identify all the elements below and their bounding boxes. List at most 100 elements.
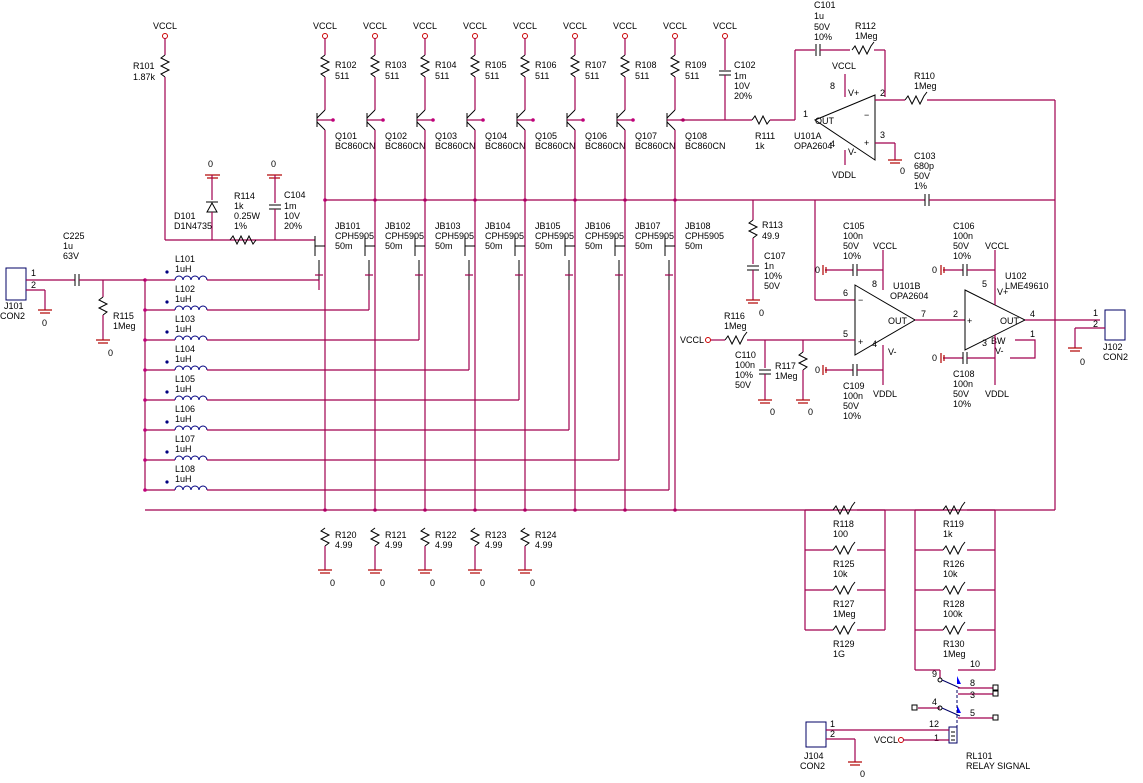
inductor-ref: L106 [175,404,195,414]
gnd-label: 0 [815,265,820,275]
c110-voltage: 50V [735,380,751,390]
c105: 0 VCCL C105 100n 50V 10% [815,221,897,290]
vddl-label: VDDL [832,170,856,180]
c108-value: 100n [953,379,973,389]
bias-resistor [569,54,581,78]
c103-value: 680p [914,161,934,171]
gnd-label: 0 [380,578,385,588]
bias-resistor-value: 511 [585,71,599,81]
c107-ref: C107 [764,251,786,261]
c109-voltage: 50V [843,401,859,411]
r114-tol: 1% [234,221,247,231]
u101a-pin1: 1 [803,109,808,119]
j101-connector: 0 1 2 J101 CON2 [0,267,75,328]
gnd-label: 0 [900,166,905,176]
vccl-label: VCCL [985,241,1009,251]
bias-resistor-ref: R108 [635,60,657,70]
source-resistor-ref: R122 [435,530,457,540]
bias-resistor [519,54,531,78]
d101-zener: 0 D101 D1N4735 [174,159,220,240]
c109-value: 100n [843,391,863,401]
jfet-ref: JB102 [385,221,411,231]
j104-pin1: 1 [830,719,835,729]
gnd-label: 0 [208,159,213,169]
c106-tol: 10% [953,251,971,261]
u102-vminus: V- [995,346,1004,356]
u101b-plus: + [858,337,863,347]
relay-pin10: 10 [970,659,980,669]
gain-resistor-ref: R129 [833,639,855,649]
jfet-value: CPH5905 [635,231,674,241]
j101-value: CON2 [0,311,25,321]
c225-voltage: 63V [63,251,79,261]
r110: R110 1Meg [875,71,1056,510]
u102-bw: BW [991,336,1006,346]
gain-resistor-value: 1k [943,529,953,539]
vccl-label: VCCL [513,21,537,31]
vccl-label: VCCL [313,21,337,31]
r114-power: 0.25W [234,211,261,221]
relay-pin5: 5 [970,708,975,718]
bias-resistor [419,54,431,78]
r112-ref: R112 [855,21,876,31]
r114-ref: R114 [234,191,255,201]
c108: 0 VDDL C108 100n 50V 10% [932,335,1009,409]
transistor-ref: Q106 [585,131,607,141]
vccl-label: VCCL [874,735,898,745]
u102-pin4: 4 [1030,309,1035,319]
jfet-ref: JB103 [435,221,461,231]
transistor-value: BC860CN [435,141,476,151]
gnd-label: 0 [271,159,276,169]
vccl-label: VCCL [153,21,177,31]
j102-connector: 0 1 2 J102 CON2 [1068,308,1128,367]
u102-pin3: 3 [982,338,987,348]
jfet-ron: 50m [335,241,353,251]
c225: C225 1u 63V [63,231,145,286]
inductor-bank: L1011uHL1021uHL1031uHL1041uHL1051uHL1061… [143,254,670,492]
c225-value: 1u [63,241,73,251]
j104-value: CON2 [800,761,825,771]
u102-pin5: 5 [982,279,987,289]
c105-tol: 10% [843,251,861,261]
bias-resistor-ref: R105 [485,60,507,70]
gain-resistor-value: 1Meg [833,609,856,619]
r112-value: 1Meg [855,31,878,41]
c102-tol: 20% [734,91,752,101]
c105-voltage: 50V [843,241,859,251]
source-resistor-ref: R121 [385,530,407,540]
transistor-ref: Q107 [635,131,657,141]
gain-resistor-ref: R119 [943,519,964,529]
c101-tol: 10% [814,32,832,42]
c107-tol: 10% [764,271,782,281]
relay-pin8: 8 [970,678,975,688]
gain-resistor-value: 100k [943,609,963,619]
transistor-array: R102511Q101BC860CNJB101CPH590550mR103511… [143,33,726,588]
j101-pin1: 1 [31,268,36,278]
u101b-opamp: − + OUT V- U101B OPA2604 6 5 8 4 7 [814,200,965,357]
source-resistor-value: 4.99 [435,540,453,550]
transistor-value: BC860CN [585,141,626,151]
u101b-pin8: 8 [872,279,877,289]
r112: R112 1Meg [851,21,886,97]
u101a-minus: − [864,110,869,120]
jfet-value: CPH5905 [585,231,624,241]
gnd-label: 0 [42,318,47,328]
c101: C101 1u 50V 10% [794,0,850,120]
u101a-value: OPA2604 [794,141,832,151]
u101a-opamp: OUT V+ V- 8 4 1 2 3 − + U101A OPA2604 VC… [794,61,905,180]
r111-value: 1k [755,141,765,151]
gnd-label: 0 [530,578,535,588]
source-resistor-value: 4.99 [535,540,553,550]
r110-ref: R110 [914,71,935,81]
c110-tol: 10% [735,370,753,380]
u101a-pin3: 3 [880,130,885,140]
inductor-value: 1uH [175,444,192,454]
bias-resistor-value: 511 [685,71,699,81]
j104-connector: 0 1 2 J104 CON2 [800,719,949,779]
